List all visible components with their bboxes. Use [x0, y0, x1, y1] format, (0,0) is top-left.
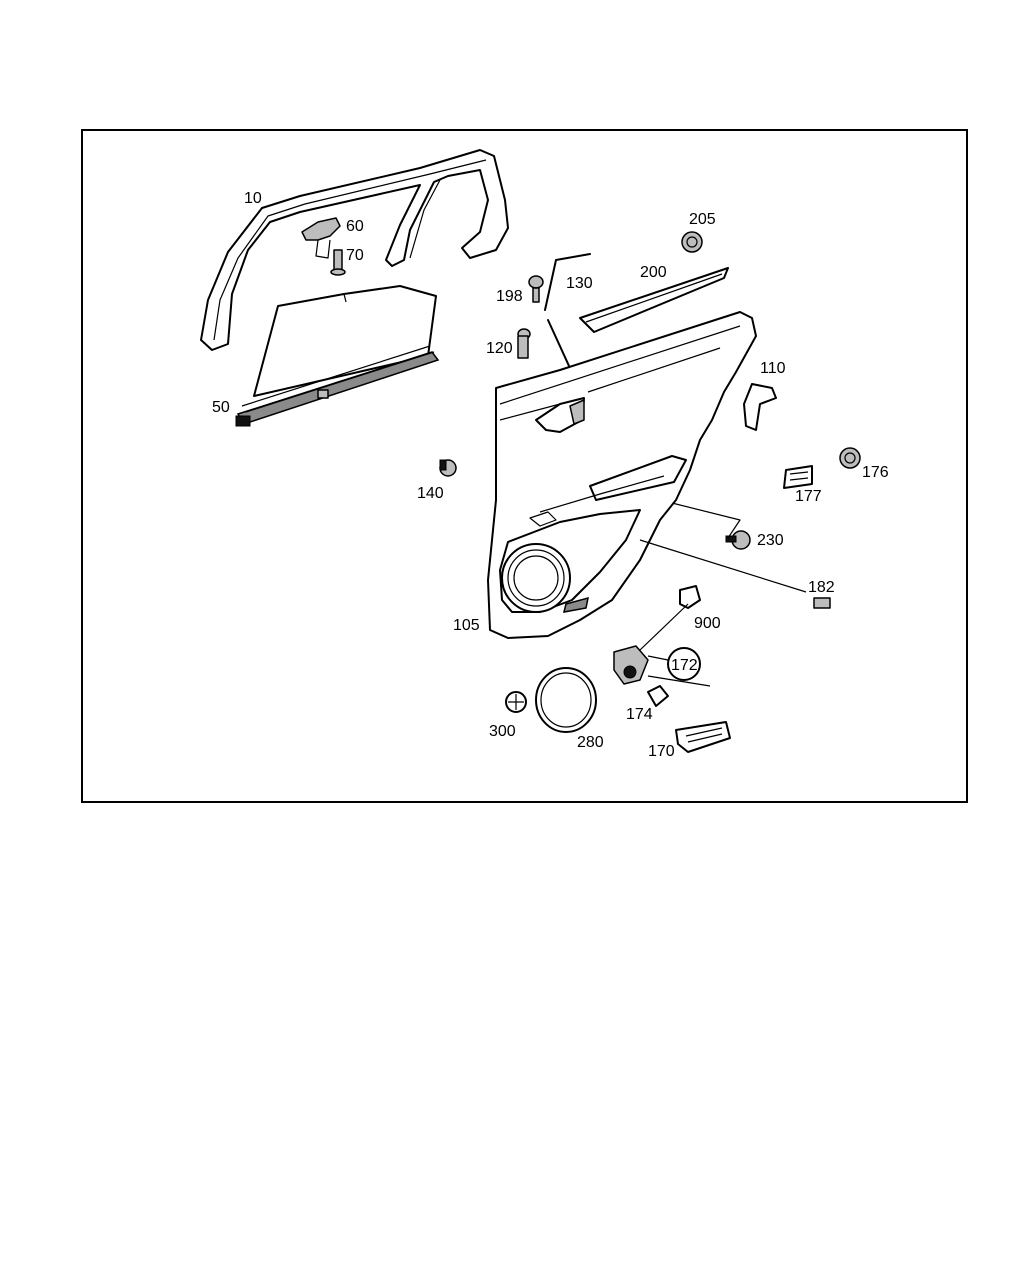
- callout-10: 10: [244, 190, 262, 207]
- part-205-nut: [681, 231, 703, 253]
- callout-170: 170: [648, 743, 675, 760]
- part-170-lamp: [675, 721, 731, 753]
- part-200-trim-strip: [579, 267, 729, 333]
- part-900-module: [639, 585, 701, 651]
- callout-200: 200: [640, 264, 667, 281]
- callout-110: 110: [760, 360, 786, 377]
- part-140-clip: [439, 459, 457, 477]
- part-230-screw: [725, 530, 751, 550]
- callout-230: 230: [757, 532, 784, 549]
- callout-172: 172: [671, 657, 698, 674]
- part-120-lock-knob: [517, 328, 531, 359]
- part-10-window-trim: [200, 149, 509, 351]
- part-280-speaker-cover: [535, 667, 597, 733]
- part-110-bracket: [743, 383, 777, 431]
- callout-205: 205: [689, 211, 716, 228]
- leader-182: [639, 539, 807, 593]
- part-300-disc: [505, 691, 527, 713]
- callout-labels: 10 60 70 50 205 200 198 130 120 110 140 …: [212, 190, 889, 760]
- part-182-clip: [813, 597, 831, 609]
- part-177-cover: [783, 465, 813, 489]
- callout-174: 174: [626, 706, 653, 723]
- leader-230: [659, 499, 741, 539]
- callout-60: 60: [346, 218, 364, 235]
- callout-900: 900: [694, 615, 721, 632]
- callout-70: 70: [346, 247, 364, 264]
- callout-50: 50: [212, 399, 230, 416]
- part-198-clip: [528, 275, 544, 303]
- callout-140: 140: [417, 485, 444, 502]
- part-174-bulb: [647, 685, 669, 707]
- callout-120: 120: [486, 340, 513, 357]
- callout-182: 182: [808, 579, 835, 596]
- part-70-screw: [330, 249, 346, 276]
- callout-176: 176: [862, 464, 889, 481]
- callout-177: 177: [795, 488, 822, 505]
- part-60-clip: [301, 217, 341, 259]
- part-172-connector: [613, 645, 711, 687]
- callout-130: 130: [566, 275, 593, 292]
- part-50-sunblind: [235, 285, 440, 427]
- part-176-nut: [839, 447, 861, 469]
- callout-280: 280: [577, 734, 604, 751]
- callout-198: 198: [496, 288, 523, 305]
- callout-105: 105: [453, 617, 480, 634]
- part-105-door-panel: [487, 311, 757, 639]
- callout-300: 300: [489, 723, 516, 740]
